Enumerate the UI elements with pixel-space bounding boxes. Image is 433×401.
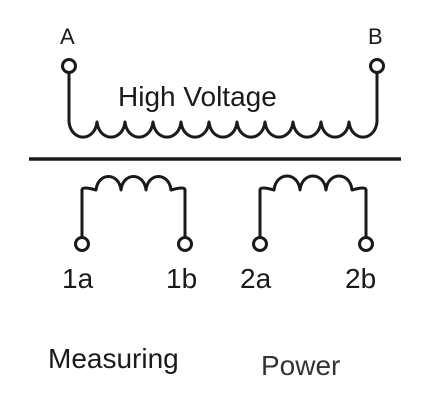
power-label: Power (261, 350, 340, 381)
measuring-winding (80, 175, 187, 239)
terminal-a (61, 58, 77, 74)
terminal-1a-label: 1a (62, 263, 94, 294)
terminal-1b (177, 236, 193, 252)
terminal-1a (74, 236, 90, 252)
terminal-2b-label: 2b (345, 263, 376, 294)
terminal-2b (358, 236, 374, 252)
terminal-a-label: A (60, 24, 75, 49)
terminal-2a (252, 236, 268, 252)
high-voltage-label: High Voltage (118, 81, 277, 112)
measuring-label: Measuring (48, 343, 179, 374)
high-voltage-winding (67, 71, 379, 139)
terminal-b-label: B (368, 24, 383, 49)
power-winding (258, 174, 368, 239)
terminal-b (369, 58, 385, 74)
terminal-1b-label: 1b (166, 263, 197, 294)
terminal-2a-label: 2a (240, 263, 272, 294)
